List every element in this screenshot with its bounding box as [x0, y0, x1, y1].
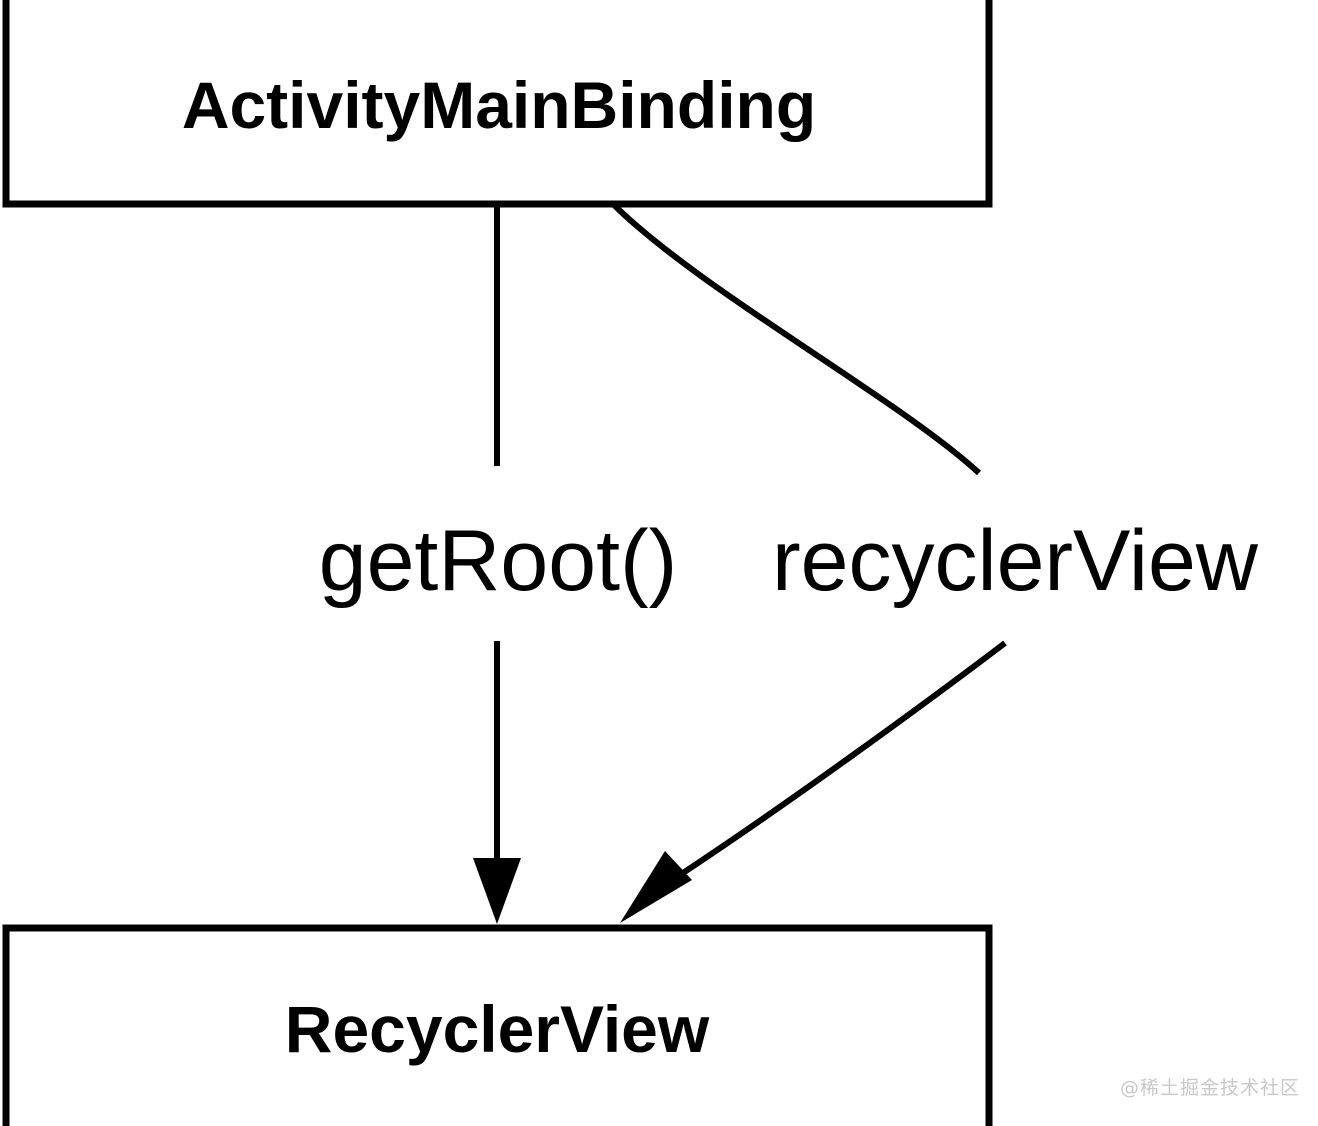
watermark-label: @稀土掘金技术社区: [1119, 1077, 1300, 1099]
node-activity-main-binding-box[interactable]: [2, 0, 993, 208]
edge-recycler-view-arrowhead: [620, 851, 692, 923]
node-activity-main-binding-label: ActivityMainBinding: [182, 68, 816, 142]
edge-label-recycler-view: recyclerView: [772, 513, 1259, 609]
edge-recycler-view-lower-curve: [658, 640, 1007, 891]
edge-recycler-view-upper-curve: [611, 202, 982, 476]
node-recycler-view-label: RecyclerView: [285, 992, 710, 1066]
edge-get-root-arrowhead: [473, 858, 521, 924]
node-recycler-view-box[interactable]: [2, 924, 993, 1126]
edge-label-get-root: getRoot(): [319, 513, 678, 609]
